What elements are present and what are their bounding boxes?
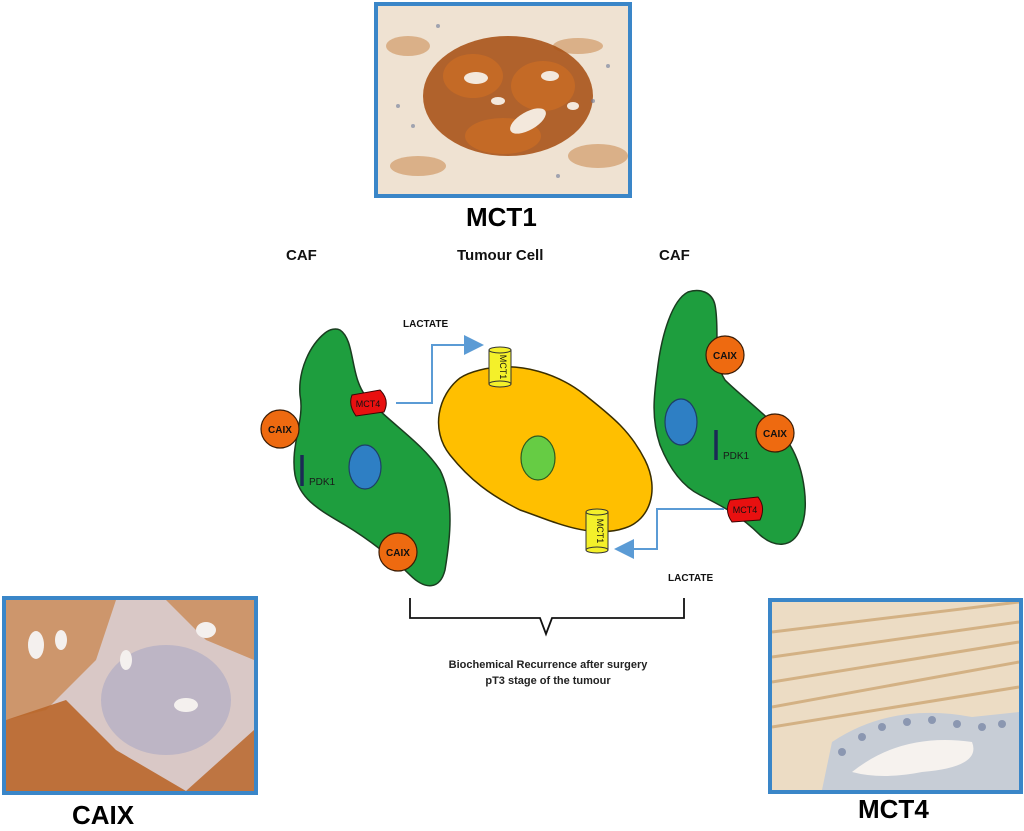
caix-label: CAIX	[268, 425, 292, 436]
mct4-left-transporter: MCT4	[350, 389, 387, 417]
caix-stain-image	[6, 600, 254, 791]
footer-line-1: Biochemical Recurrence after surgery	[448, 659, 648, 671]
mct1-label: MCT1	[498, 355, 508, 380]
mct1-label: MCT1	[595, 519, 605, 544]
tumour-cell-nucleus	[520, 435, 556, 481]
caix-right-middle: CAIX	[755, 413, 795, 453]
mct1-bottom-transporter: MCT1	[585, 508, 609, 554]
caix-left-top: CAIX	[260, 409, 300, 449]
lactate-arrow-icon	[614, 508, 724, 559]
mct4-micrograph	[768, 598, 1023, 794]
mct4-right-transporter: MCT4	[726, 496, 764, 523]
caix-label: CAIX	[386, 548, 410, 559]
caf-left-label: CAF	[286, 247, 317, 264]
pdk1-right-label: PDK1	[723, 451, 750, 462]
mct4-label: MCT4	[356, 399, 381, 409]
caix-title: CAIX	[72, 800, 135, 830]
pdk1-left-label: PDK1	[309, 477, 336, 488]
mct4-label: MCT4	[733, 505, 758, 515]
mct1-title: MCT1	[466, 202, 537, 232]
caf-left-nucleus	[348, 444, 382, 490]
mct4-stain-image	[772, 602, 1019, 790]
caix-left-bottom: CAIX	[378, 532, 418, 572]
caix-label: CAIX	[713, 351, 737, 362]
lactate-top-label: LACTATE	[403, 319, 449, 330]
caix-micrograph	[2, 596, 258, 795]
mct1-stain-image	[378, 6, 628, 194]
lactate-arrow-icon	[396, 335, 484, 404]
mct1-top-transporter: MCT1	[488, 346, 512, 388]
lactate-bottom-label: LACTATE	[668, 573, 714, 584]
bracket	[409, 598, 685, 637]
caf-right-label: CAF	[659, 247, 690, 264]
mct4-title: MCT4	[858, 794, 929, 824]
caix-label: CAIX	[763, 429, 787, 440]
tumour-cell-label: Tumour Cell	[457, 247, 544, 264]
caix-right-top: CAIX	[705, 335, 745, 375]
mct1-micrograph	[374, 2, 632, 198]
footer-line-2: pT3 stage of the tumour	[485, 675, 611, 687]
caf-right-nucleus	[664, 398, 698, 446]
